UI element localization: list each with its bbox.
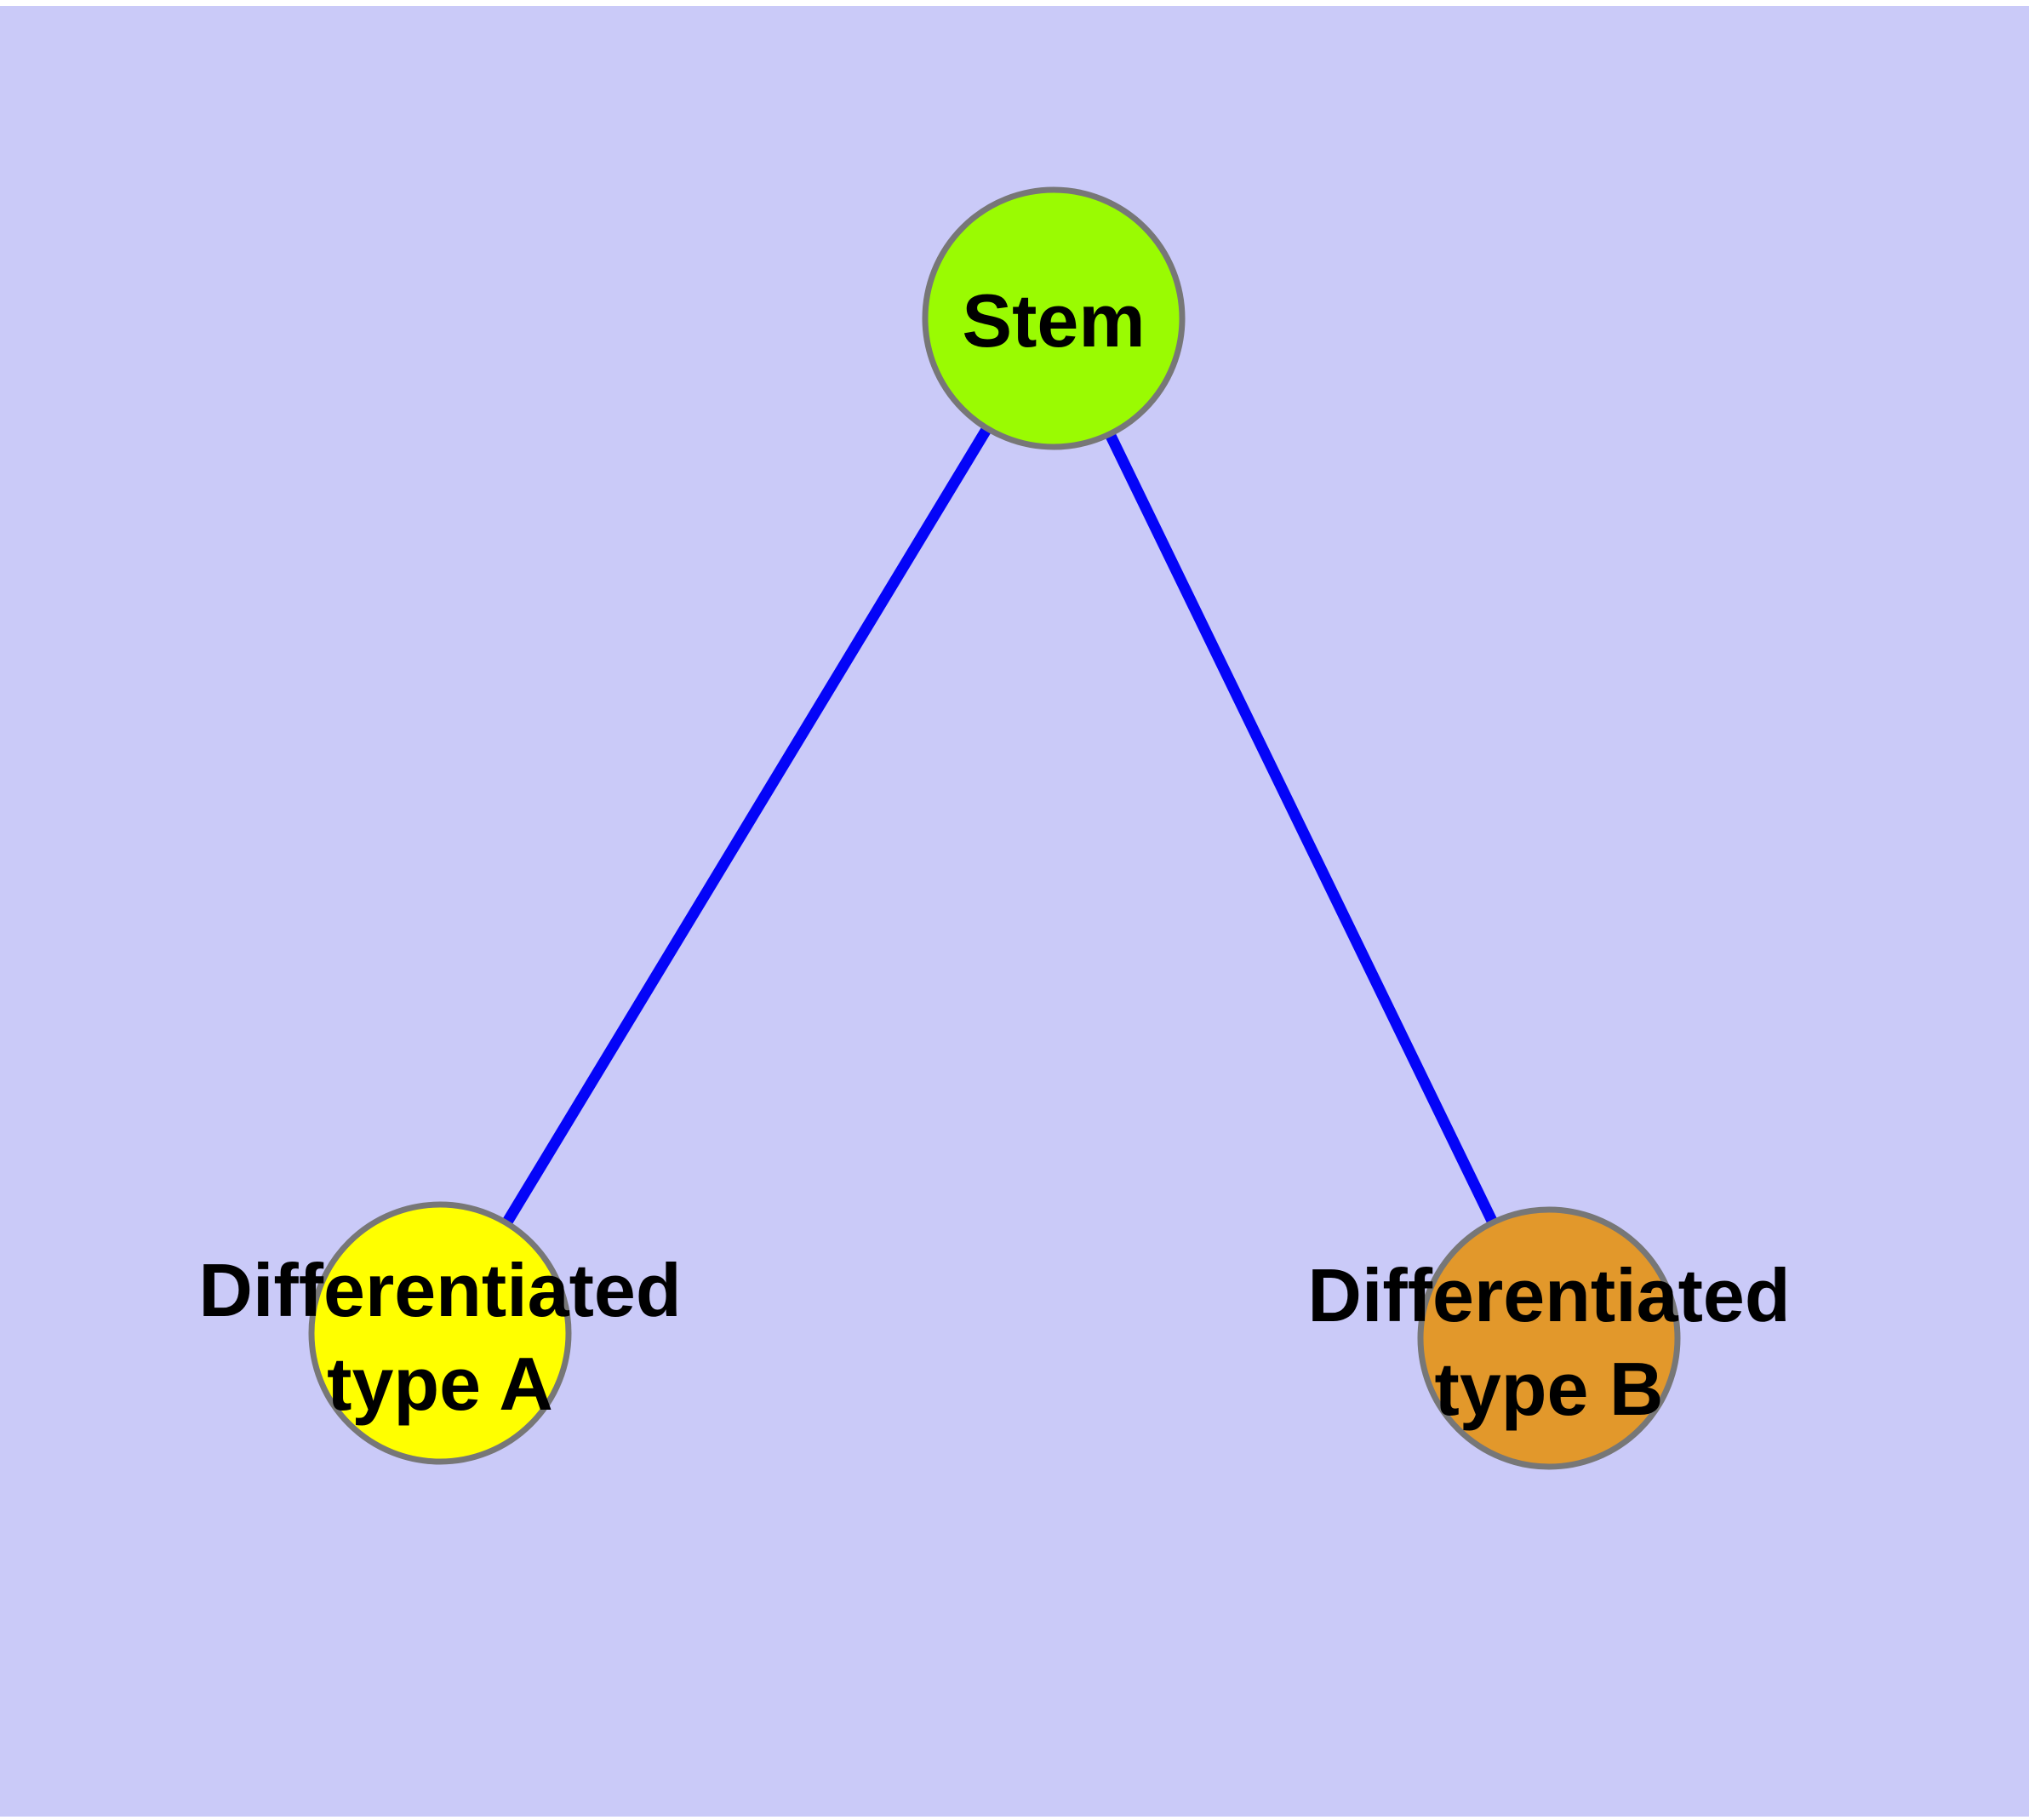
- node-label-differentiated-type-a: Differentiated type A: [198, 1248, 681, 1426]
- node-label-line: Stem: [962, 278, 1145, 363]
- node-label-stem: Stem: [962, 278, 1145, 363]
- node-differentiated-type-b: [1417, 1206, 1681, 1470]
- edges-layer: [435, 315, 1554, 1341]
- node-differentiated-type-a: [308, 1201, 572, 1465]
- node-label-line: Differentiated: [1307, 1253, 1790, 1337]
- nodes-layer: [308, 186, 1681, 1470]
- node-label-differentiated-type-b: Differentiated type B: [1307, 1253, 1790, 1431]
- edge-stem-to-differentiated-type-b: [1049, 316, 1554, 1341]
- node-label-line: type A: [327, 1342, 553, 1426]
- node-label-line: type B: [1435, 1347, 1664, 1431]
- node-stem: [922, 186, 1186, 450]
- node-label-line: Differentiated: [198, 1248, 681, 1332]
- edge-stem-to-differentiated-type-a: [435, 315, 1059, 1336]
